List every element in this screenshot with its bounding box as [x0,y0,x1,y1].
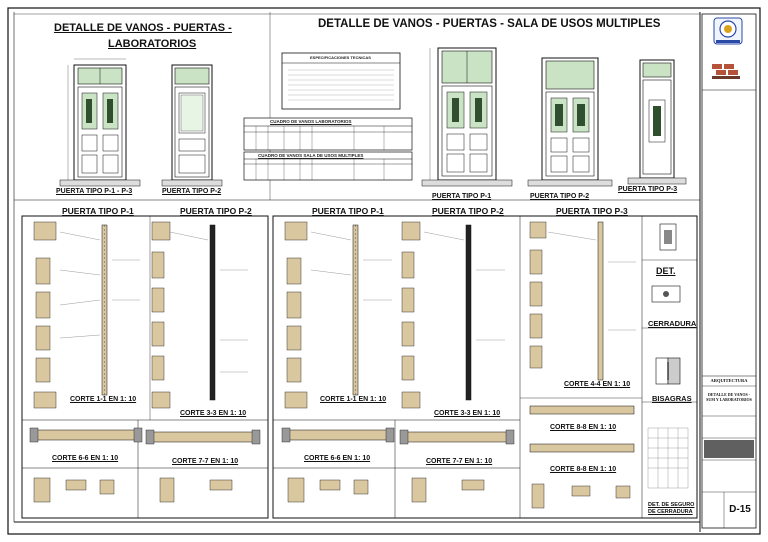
corte-sum-33: CORTE 3-3 EN 1: 10 [434,410,501,417]
cerradura-label: CERRADURA [648,319,697,328]
corte-lab-11: CORTE 1-1 EN 1: 10 [70,396,137,403]
corte-lab-33: CORTE 3-3 EN 1: 10 [180,410,247,417]
corte-sum-44: CORTE 4-4 EN 1: 10 [564,381,631,388]
caption-lab-p2: PUERTA TIPO P-2 [162,188,222,195]
cuadro-lab-title: CUADRO DE VANOS LABORATORIOS [270,119,352,124]
corte-horizontal-sum-88b [529,443,635,453]
det-seguro-drawing [647,427,689,489]
det-label: DET. [656,266,676,276]
title-block-discipline: ARQUITECTURA [710,378,748,383]
header-sum-p1: PUERTA TIPO P-1 [312,206,384,216]
corte-lab-66: CORTE 6-6 EN 1: 10 [52,455,119,462]
left-main-title-line1: DETALLE DE VANOS - PUERTAS - [54,22,232,34]
bisagras-drawing [655,357,681,385]
header-lab-p2: PUERTA TIPO P-2 [180,206,252,216]
specs-title: ESPECIFICACIONES TECNICAS [310,55,371,60]
sum-sections-panel [272,215,698,519]
corte-horizontal-lab-66 [29,427,143,443]
header-sum-p2: PUERTA TIPO P-2 [432,206,504,216]
det-seguro-line1: DET. DE SEGURO [648,502,695,508]
caption-lab-p1-p3: PUERTA TIPO P-1 - P-3 [56,188,133,195]
door-elevation-lab-p1 [59,58,141,187]
school-logo [712,60,742,80]
door-elevation-sum-p2 [527,57,613,187]
lab-sections-panel [21,215,269,519]
corte-strip-lab-p2 [209,224,216,401]
bottom-liston-boxes [33,477,631,509]
liston-details-sum-p3 [529,221,547,369]
corte-horizontal-sum-77 [399,429,515,445]
corte-strip-sum-p3 [597,221,604,381]
header-sum-p3: PUERTA TIPO P-3 [556,206,628,216]
cuadro-vanos-sum [243,151,413,181]
corte-sum-88a: CORTE 8-8 EN 1: 10 [550,424,617,431]
liston-details-lab-p2 [151,221,171,409]
leader-lines [59,231,636,373]
specs-table [281,52,401,110]
sheet-number: D-15 [729,504,751,515]
corte-horizontal-lab-77 [145,429,261,445]
corte-strip-lab-p1 [101,224,108,396]
corte-horizontal-sum-66 [281,427,395,443]
caption-sum-p1: PUERTA TIPO P-1 [432,193,492,200]
right-main-title: DETALLE DE VANOS - PUERTAS - SALA DE USO… [318,18,661,30]
corte-sum-66: CORTE 6-6 EN 1: 10 [304,455,371,462]
door-elevation-sum-p3 [627,59,687,185]
left-main-title-line2: LABORATORIOS [108,38,197,50]
university-seal-logo [713,17,743,45]
det-seguro-line2: DE CERRADURA [648,509,693,515]
liston-details-sum-p2 [401,221,421,409]
header-lab-p1: PUERTA TIPO P-1 [62,206,134,216]
corte-sum-88b: CORTE 8-8 EN 1: 10 [550,466,617,473]
corte-strip-sum-p2 [465,224,472,401]
corte-strip-sum-p1 [352,224,359,396]
bisagras-label: BISAGRAS [652,394,692,403]
caption-sum-p2: PUERTA TIPO P-2 [530,193,590,200]
corte-sum-11: CORTE 1-1 EN 1: 10 [320,396,387,403]
caption-sum-p3: PUERTA TIPO P-3 [618,186,678,193]
liston-details-sum-p1 [284,221,308,409]
corte-sum-77: CORTE 7-7 EN 1: 10 [426,458,493,465]
corte-lab-77: CORTE 7-7 EN 1: 10 [172,458,239,465]
det-cerradura-drawing [651,223,681,303]
corte-horizontal-sum-88a [529,405,635,415]
cuadro-sum-title: CUADRO DE VANOS SALA DE USOS MULTIPLES [258,153,364,158]
door-elevation-lab-p2 [161,64,223,187]
cuadro-vanos-laboratorios [243,117,413,151]
title-block-description: DETALLE DE VANOS - SUM Y LABORATORIOS [706,392,752,402]
sheet-border [7,7,761,535]
liston-details-lab-p1 [33,221,57,409]
title-block [701,13,757,529]
door-elevation-sum-p1 [421,47,513,187]
